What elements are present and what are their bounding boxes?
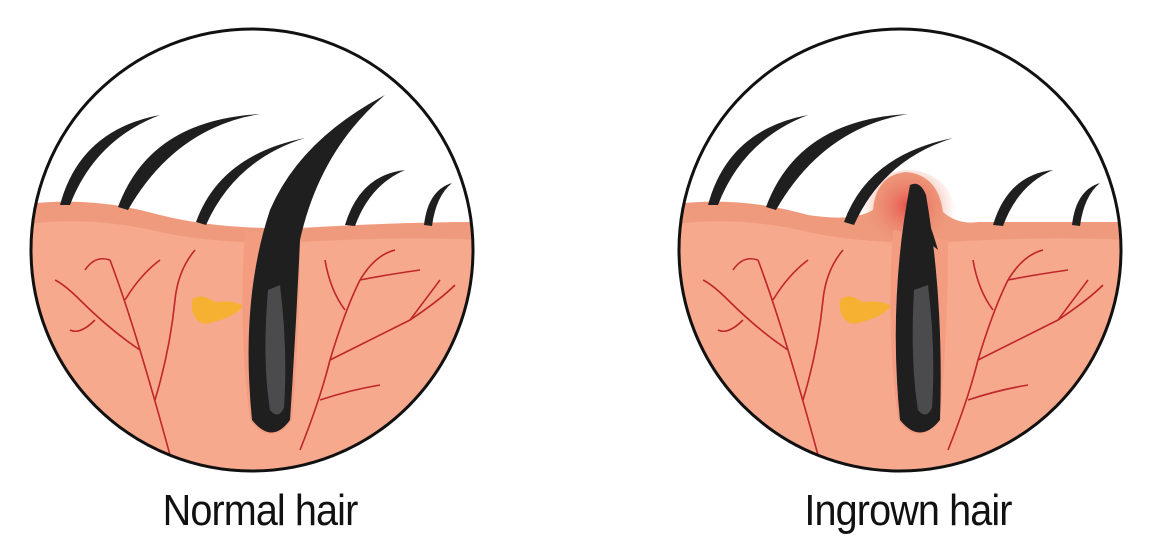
normal-hair-panel: Normal hair xyxy=(0,0,520,549)
normal-hair-caption: Normal hair xyxy=(162,486,359,535)
normal-hair-illustration xyxy=(29,27,475,473)
ingrown-hair-caption: Ingrown hair xyxy=(804,486,1012,535)
ingrown-hair-illustration xyxy=(677,27,1123,473)
ingrown-hair-panel: Ingrown hair xyxy=(648,0,1159,549)
